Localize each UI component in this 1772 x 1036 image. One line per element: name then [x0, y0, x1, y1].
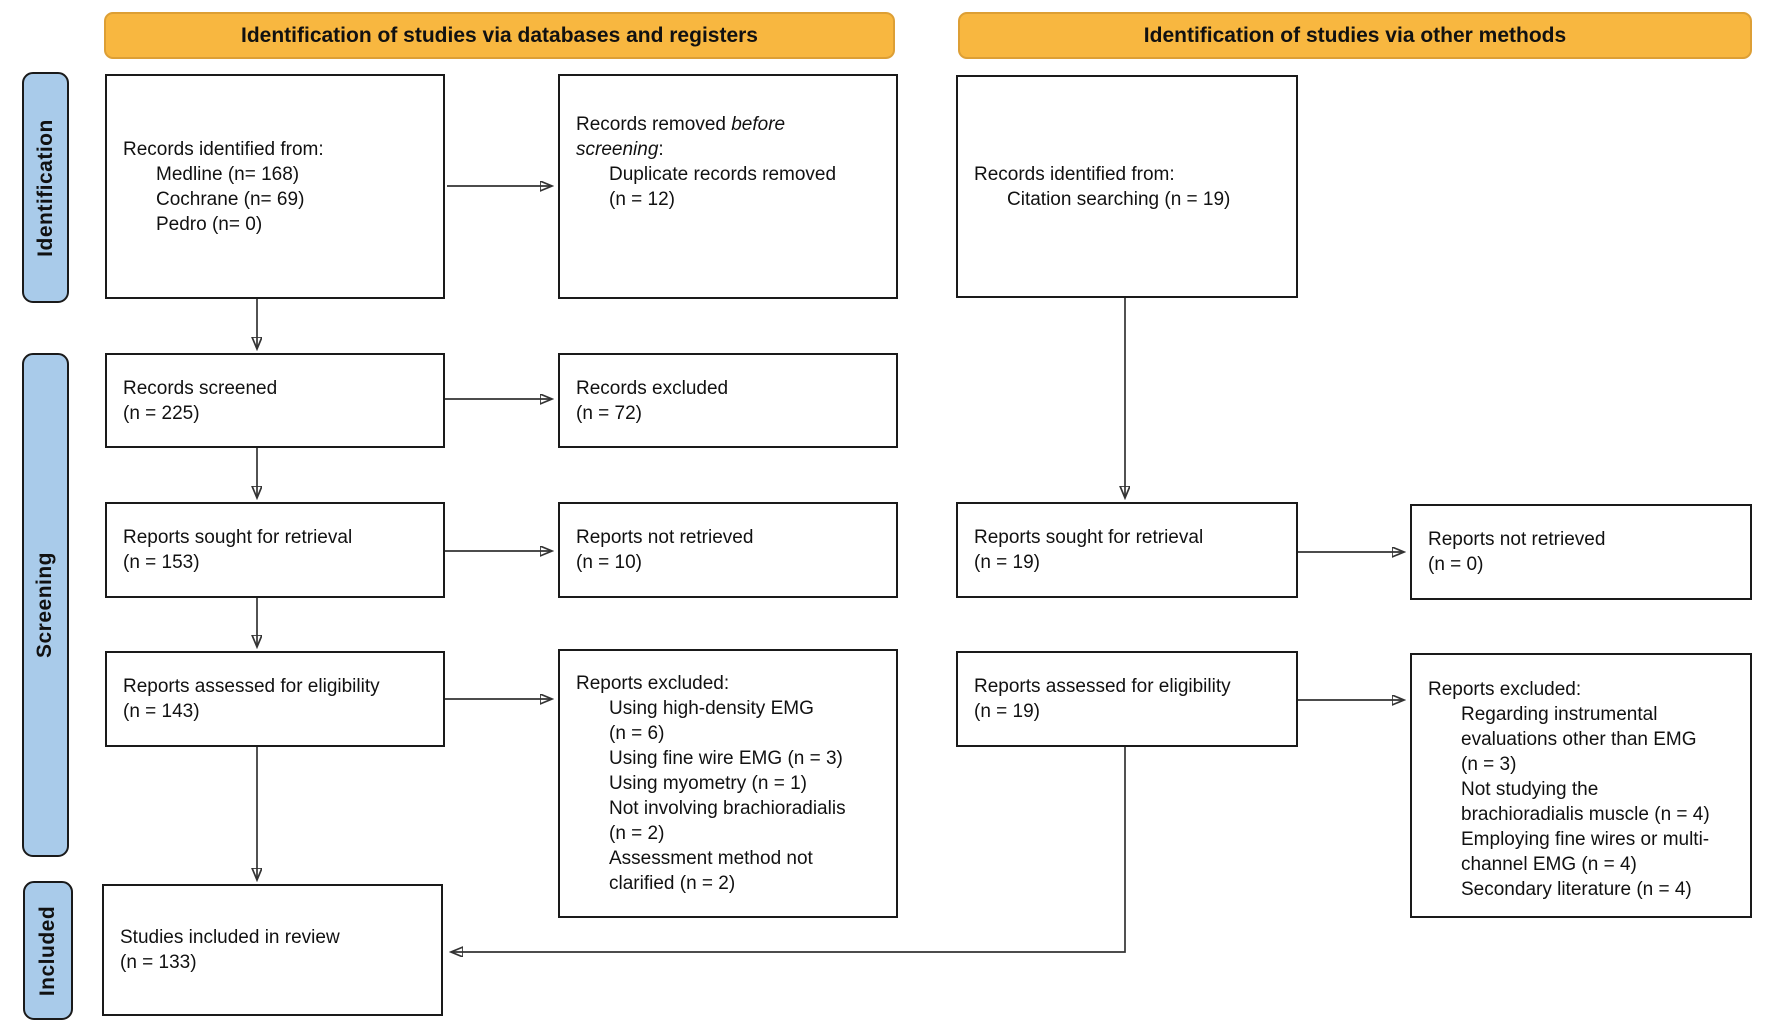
- box-records-identified-other-methods: Records identified from: Citation searchi…: [956, 75, 1298, 298]
- box-text-line: Using high-density EMG: [609, 698, 814, 719]
- box-text-line: Records excluded: [576, 377, 729, 399]
- box-text-line: (n = 0): [1428, 554, 1484, 575]
- box-text-line: Secondary literature (n = 4): [1461, 879, 1692, 900]
- box-text-line: evaluations other than EMG: [1461, 729, 1697, 750]
- box-reports-sought-for-retrieval-other: Reports sought for retrieval (n = 19): [956, 502, 1298, 598]
- box-text-line: Using fine wire EMG (n = 3): [609, 748, 843, 769]
- box-text-line: (n = 6): [609, 723, 665, 744]
- box-text-line: (n = 19): [974, 552, 1041, 573]
- box-text-line: Records removed before: [576, 114, 786, 135]
- box-text-line: Regarding instrumental: [1461, 704, 1658, 725]
- box-text-line: (n = 143): [123, 701, 200, 722]
- box-text-line: Cochrane (n= 69): [156, 188, 305, 210]
- box-text-line: Reports excluded:: [576, 673, 730, 694]
- box-studies-included-in-review: Studies included in review (n = 133): [102, 884, 443, 1016]
- box-reports-not-retrieved-databases: Reports not retrieved (n = 10): [558, 502, 898, 598]
- box-reports-sought-for-retrieval-databases: Reports sought for retrieval (n = 153): [105, 502, 445, 598]
- box-text-line: Reports not retrieved: [576, 527, 754, 548]
- banner-databases-and-registers: Identification of studies via databases …: [104, 12, 895, 59]
- box-text-line: Records identified from:: [974, 163, 1175, 185]
- stage-label-included: Included: [23, 881, 73, 1020]
- box-records-removed-before-screening: Records removed before screening: Duplicat…: [558, 74, 898, 299]
- box-reports-excluded-databases: Reports excluded: Using high-density EMG (…: [558, 649, 898, 918]
- box-text-line: Reports assessed for eligibility: [123, 676, 380, 697]
- box-text-line: (n = 133): [120, 952, 197, 973]
- box-text-line: (n = 225): [123, 402, 200, 424]
- stage-label-screening: Screening: [22, 353, 69, 857]
- box-text-line: (n = 72): [576, 402, 643, 424]
- box-records-excluded: Records excluded (n = 72): [558, 353, 898, 448]
- box-text-line: Citation searching (n = 19): [1007, 188, 1231, 210]
- box-reports-excluded-other: Reports excluded: Regarding instrumental e…: [1410, 653, 1752, 918]
- box-text-line: Records screened: [123, 377, 278, 399]
- box-text-line: Assessment method not: [609, 848, 813, 869]
- box-text-line: Duplicate records removed: [609, 164, 837, 185]
- stage-label-identification: Identification: [22, 72, 69, 303]
- box-reports-assessed-eligibility-other: Reports assessed for eligibility (n = 19): [956, 651, 1298, 747]
- box-text-line: Records identified from:: [123, 138, 324, 160]
- box-text-line: Reports sought for retrieval: [974, 527, 1204, 548]
- box-text-line: clarified (n = 2): [609, 873, 736, 894]
- box-text-line: Reports sought for retrieval: [123, 527, 353, 548]
- box-text-line: Medline (n= 168): [156, 163, 300, 185]
- box-text-line: Not studying the: [1461, 779, 1599, 800]
- box-text-line: Reports excluded:: [1428, 679, 1582, 700]
- box-reports-assessed-eligibility-databases: Reports assessed for eligibility (n = 143…: [105, 651, 445, 747]
- banner-other-methods: Identification of studies via other meth…: [958, 12, 1752, 59]
- box-text-line: (n = 10): [576, 552, 643, 573]
- box-text-line: (n = 153): [123, 552, 200, 573]
- box-text-line: (n = 19): [974, 701, 1041, 722]
- box-text-line: channel EMG (n = 4): [1461, 854, 1637, 875]
- box-text-line: Studies included in review: [120, 927, 340, 948]
- box-text-line: Reports assessed for eligibility: [974, 676, 1231, 697]
- box-text-line: Pedro (n= 0): [156, 213, 263, 235]
- stage-label-identification-text: Identification: [33, 118, 57, 257]
- box-text-line: Using myometry (n = 1): [609, 773, 807, 794]
- box-text-line: brachioradialis muscle (n = 4): [1461, 804, 1710, 825]
- box-records-screened: Records screened (n = 225): [105, 353, 445, 448]
- box-text-line: Reports not retrieved: [1428, 529, 1606, 550]
- box-reports-not-retrieved-other: Reports not retrieved (n = 0): [1410, 504, 1752, 600]
- box-text-line: (n = 12): [609, 189, 676, 210]
- stage-label-included-text: Included: [36, 905, 59, 996]
- box-text-line: (n = 2): [609, 823, 665, 844]
- box-records-identified-databases: Records identified from: Medline (n= 168)…: [105, 74, 445, 299]
- stage-label-screening-text: Screening: [33, 551, 57, 659]
- box-text-line: screening:: [576, 139, 664, 160]
- box-text-line: Not involving brachioradialis: [609, 798, 846, 819]
- box-text-line: (n = 3): [1461, 754, 1517, 775]
- box-text-line: Employing fine wires or multi-: [1461, 829, 1710, 850]
